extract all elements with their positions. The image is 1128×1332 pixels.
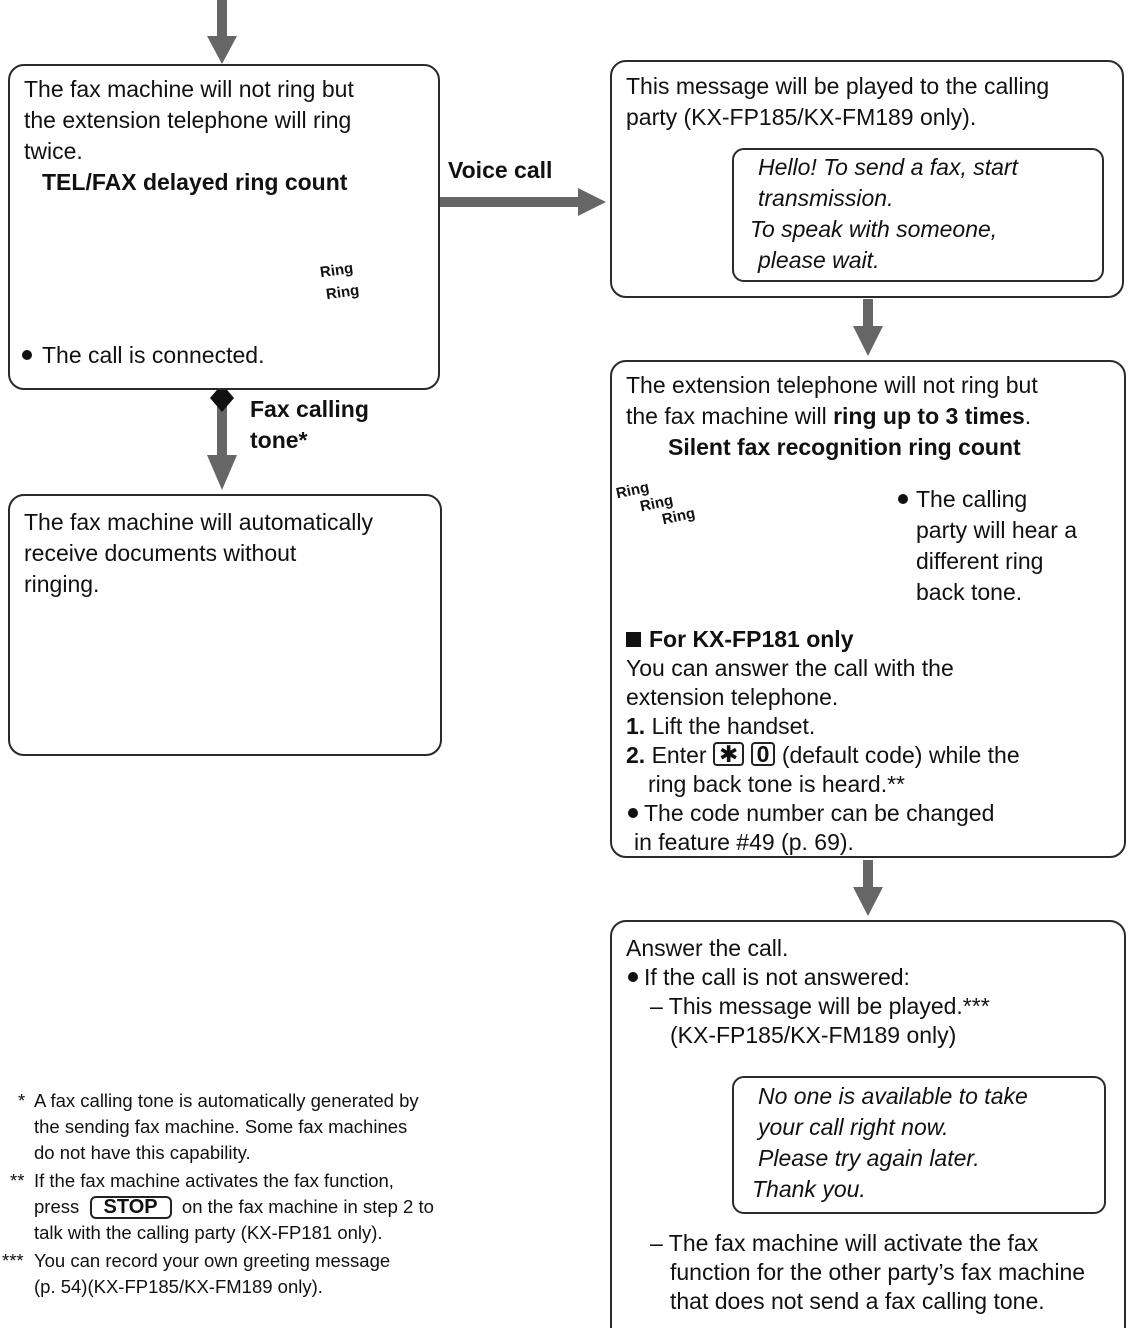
footnote-2-rest: on the fax machine in step 2 to bbox=[181, 1196, 434, 1217]
silent-p2: extension telephone. bbox=[626, 684, 839, 710]
answer-dash1a: – This message will be played.*** bbox=[650, 993, 990, 1019]
footnote-1-line2: the sending fax machine. Some fax machin… bbox=[34, 1116, 408, 1137]
greeting-line2: transmission. bbox=[758, 185, 894, 211]
arrow-fax-head bbox=[207, 455, 237, 490]
side-note-2: party will hear a bbox=[916, 517, 1078, 543]
step2-line2: ring back tone is heard.** bbox=[648, 771, 905, 797]
stop-key-icon: STOP bbox=[89, 1196, 172, 1219]
star-key-icon: ✱ bbox=[712, 742, 745, 766]
answer-bullet: If the call is not answered: bbox=[644, 964, 910, 990]
no-answer-line2: your call right now. bbox=[758, 1114, 949, 1140]
bullet bbox=[628, 808, 638, 818]
arrow-msg-shaft bbox=[863, 299, 873, 329]
tel-fax-heading: TEL/FAX delayed ring count bbox=[42, 169, 348, 195]
tel-fax-line1: The fax machine will not ring but bbox=[24, 76, 354, 102]
footnote-2-line2: press STOP on the fax machine in step 2 … bbox=[34, 1194, 434, 1219]
step2-number: 2. bbox=[626, 742, 646, 768]
speech-bubble-greeting bbox=[732, 148, 1104, 282]
fax-tone-label-1: Fax calling bbox=[250, 396, 369, 422]
auto-receive-line2: receive documents without bbox=[24, 540, 297, 566]
square-icon bbox=[626, 632, 641, 647]
auto-receive-line3: ringing. bbox=[24, 571, 100, 597]
answer-dash2c: that does not send a fax calling tone. bbox=[670, 1288, 1045, 1314]
footnote-2-press: press bbox=[34, 1196, 80, 1217]
note-line2: in feature #49 (p. 69). bbox=[634, 829, 854, 855]
fax-tone-label-2: tone* bbox=[250, 427, 308, 453]
message-line1: This message will be played to the calli… bbox=[626, 73, 1050, 99]
silent-heading: Silent fax recognition ring count bbox=[668, 434, 1021, 460]
silent-p1: You can answer the call with the bbox=[626, 655, 954, 681]
footnote-2-line1: If the fax machine activates the fax fun… bbox=[34, 1170, 394, 1191]
step1: 1. Lift the handset. bbox=[626, 713, 815, 740]
silent-line1: The extension telephone will not ring bu… bbox=[626, 372, 1038, 398]
tel-fax-bullet: The call is connected. bbox=[42, 342, 265, 368]
arrow-silent-shaft bbox=[863, 860, 873, 890]
greeting-line4: please wait. bbox=[758, 247, 880, 273]
arrow-top-shaft bbox=[217, 0, 227, 38]
box-tel-fax bbox=[8, 64, 440, 390]
note-line1: The code number can be changed bbox=[644, 800, 995, 826]
footnote-3-mark: *** bbox=[2, 1250, 24, 1271]
footnote-1-mark: * bbox=[18, 1090, 26, 1111]
footnote-1-line1: A fax calling tone is automatically gene… bbox=[34, 1090, 419, 1111]
no-answer-line1: No one is available to take bbox=[758, 1083, 1028, 1109]
no-answer-line3: Please try again later. bbox=[758, 1145, 980, 1171]
bullet bbox=[898, 494, 908, 504]
subheading: For KX-FP181 only bbox=[626, 626, 853, 653]
tel-fax-line2: the extension telephone will ring bbox=[24, 107, 352, 133]
silent-line2-pre: the fax machine will bbox=[626, 403, 834, 429]
voice-call-label: Voice call bbox=[448, 157, 553, 183]
arrow-top-head bbox=[207, 36, 237, 64]
answer-dash2b: function for the other party’s fax machi… bbox=[670, 1259, 1086, 1285]
answer-dash1b: (KX-FP185/KX-FM189 only) bbox=[670, 1022, 957, 1048]
box-silent-ring bbox=[610, 360, 1126, 858]
arrow-msg-head bbox=[853, 326, 883, 356]
message-line2: party (KX-FP185/KX-FM189 only). bbox=[626, 104, 977, 130]
bullet bbox=[628, 972, 638, 982]
arrow-fax-shaft bbox=[217, 392, 227, 458]
footnote-3-line1: You can record your own greeting message bbox=[34, 1250, 391, 1271]
silent-line2-post: . bbox=[1024, 403, 1032, 429]
silent-line2: the fax machine will ring up to 3 times. bbox=[626, 403, 1031, 430]
greeting-line3: To speak with someone, bbox=[750, 216, 998, 242]
arrow-silent-head bbox=[853, 887, 883, 916]
auto-receive-line1: The fax machine will automatically bbox=[24, 509, 373, 535]
zero-key-icon: 0 bbox=[750, 742, 776, 766]
side-note-3: different ring bbox=[916, 548, 1044, 574]
arrow-voice-head bbox=[578, 188, 606, 216]
box-auto-receive bbox=[8, 494, 442, 756]
answer-line1: Answer the call. bbox=[626, 935, 789, 961]
side-note-4: back tone. bbox=[916, 579, 1023, 605]
step2: 2. Enter ✱ 0 (default code) while the bbox=[626, 742, 1020, 769]
silent-line2-bold: ring up to 3 times bbox=[833, 403, 1025, 429]
no-answer-line4: Thank you. bbox=[752, 1176, 866, 1202]
step2-post: (default code) while the bbox=[781, 742, 1020, 768]
footnote-1-line3: do not have this capability. bbox=[34, 1142, 251, 1163]
footnote-2-line3: talk with the calling party (KX-FP181 on… bbox=[34, 1222, 383, 1243]
step1-number: 1. bbox=[626, 713, 646, 739]
subheading-text: For KX-FP181 only bbox=[649, 626, 854, 652]
step2-pre: Enter bbox=[651, 742, 707, 768]
answer-dash2a: – The fax machine will activate the fax bbox=[650, 1230, 1039, 1256]
greeting-line1: Hello! To send a fax, start bbox=[758, 154, 1018, 180]
arrow-voice-shaft bbox=[440, 197, 580, 207]
footnote-3-line2: (p. 54)(KX-FP185/KX-FM189 only). bbox=[34, 1276, 323, 1297]
side-note-1: The calling bbox=[916, 486, 1028, 512]
footnote-2-mark: ** bbox=[10, 1170, 25, 1191]
decision-diamond bbox=[210, 384, 234, 412]
speech-bubble-no-answer bbox=[732, 1076, 1106, 1214]
step1-text: Lift the handset. bbox=[651, 713, 816, 739]
bullet bbox=[22, 350, 32, 360]
tel-fax-line3: twice. bbox=[24, 138, 83, 164]
